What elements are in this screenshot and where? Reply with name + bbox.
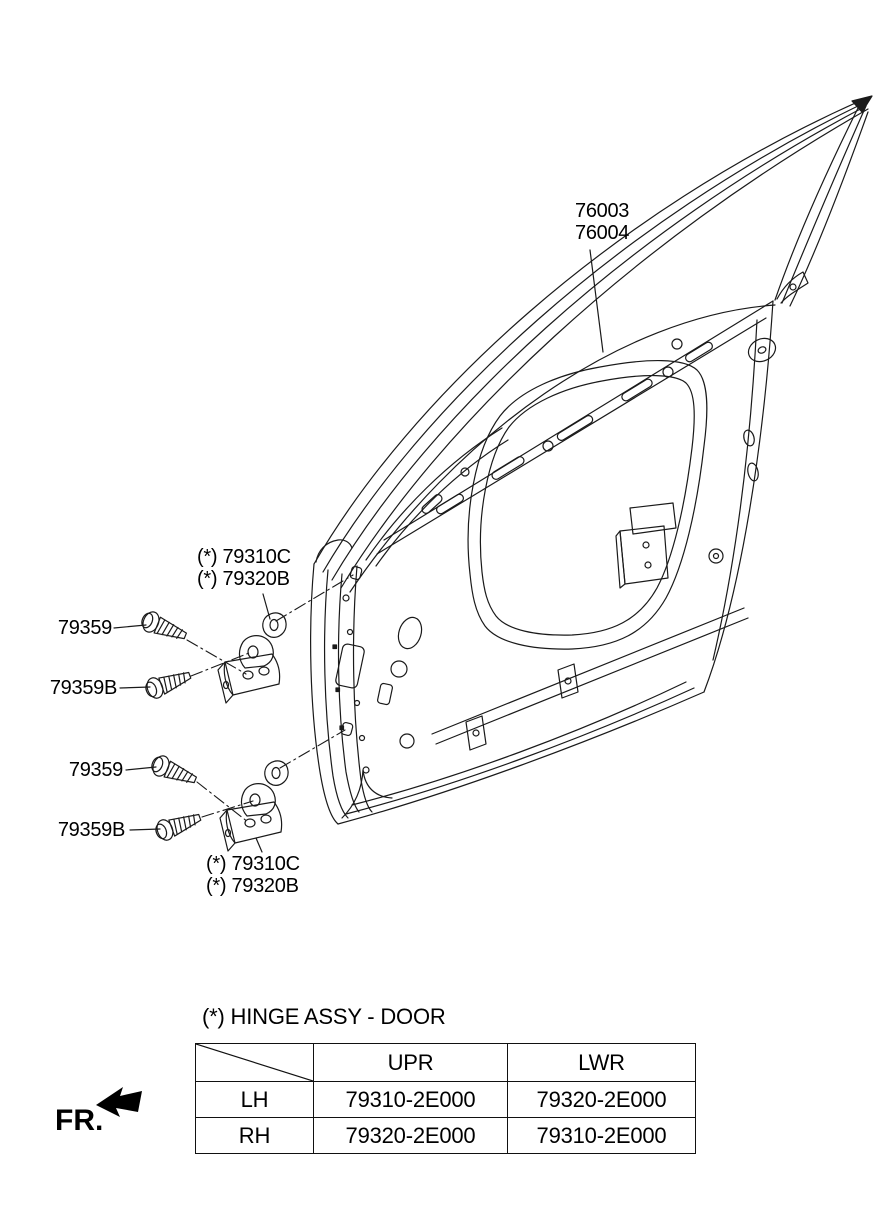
inner-panel-opening xyxy=(467,359,708,650)
lower-hinge-code-label[interactable]: (*) 79310C (*) 79320B xyxy=(206,853,300,897)
door-code-leader xyxy=(589,249,604,353)
upper-bolt-a-drawing xyxy=(138,608,190,647)
lower-bolt-a-drawing xyxy=(148,752,200,791)
window-frame xyxy=(313,95,873,593)
pillar-brace xyxy=(365,427,509,567)
upper-hinge-leader xyxy=(262,593,271,620)
assembly-centerlines xyxy=(186,574,354,823)
front-direction-label: FR. xyxy=(55,1104,104,1137)
door-panel-code-line1[interactable]: 76003 xyxy=(575,200,630,222)
lower-hinge-mount-hole xyxy=(340,721,354,737)
door-panel-drawing xyxy=(310,95,873,825)
corner-diagonal-line xyxy=(196,1044,313,1081)
upper-hinge-code-label[interactable]: (*) 79310C (*) 79320B xyxy=(197,546,291,590)
upper-hinge-drawing xyxy=(217,612,287,704)
frame-tip-arrow xyxy=(851,95,873,113)
table-header-upr: UPR xyxy=(313,1044,507,1081)
table-header-lwr: LWR xyxy=(507,1044,695,1081)
table-cell-lh-upr[interactable]: 79310-2E000 xyxy=(313,1081,507,1117)
impact-beam xyxy=(431,607,749,751)
table-row-lh-label: LH xyxy=(196,1081,313,1117)
door-panel-code-label[interactable]: 76003 76004 xyxy=(575,200,629,244)
leader-lines xyxy=(113,249,604,853)
belt-line-bar xyxy=(376,300,774,555)
lower-hinge-code-line1[interactable]: (*) 79310C xyxy=(206,853,300,875)
lower-hinge-code-line2[interactable]: (*) 79320B xyxy=(206,875,299,897)
hinge-table-title: (*) HINGE ASSY - DOOR xyxy=(202,1004,446,1029)
door-panel-code-line2[interactable]: 76004 xyxy=(575,222,630,244)
lower-bolt-b-label[interactable]: 79359B xyxy=(57,819,125,841)
table-corner-cell xyxy=(196,1044,313,1081)
upper-bolt-a-label[interactable]: 79359 xyxy=(57,617,112,639)
table-cell-rh-upr[interactable]: 79320-2E000 xyxy=(313,1117,507,1153)
door-body-outline xyxy=(310,300,774,825)
lower-bolt-a-label[interactable]: 79359 xyxy=(68,759,123,781)
table-cell-lh-lwr[interactable]: 79320-2E000 xyxy=(507,1081,695,1117)
lower-hinge-leader xyxy=(255,837,263,853)
panel-holes xyxy=(332,337,777,774)
upper-hinge-mount-hole xyxy=(349,565,363,581)
upper-hinge-code-line2[interactable]: (*) 79320B xyxy=(197,568,290,590)
upper-bolt-b-drawing xyxy=(142,664,194,702)
upper-bolt-b-label[interactable]: 79359B xyxy=(49,677,117,699)
table-cell-rh-lwr[interactable]: 79310-2E000 xyxy=(507,1117,695,1153)
lower-bolt-b-drawing xyxy=(152,806,204,844)
lock-bracket xyxy=(615,502,677,589)
lower-hinge-drawing xyxy=(219,760,289,852)
front-direction-arrow-icon xyxy=(96,1087,142,1117)
upper-hinge-code-line1[interactable]: (*) 79310C xyxy=(197,546,291,568)
table-row-rh-label: RH xyxy=(196,1117,313,1153)
hinge-assy-table: UPR LWR LH 79310-2E000 79320-2E000 RH 79… xyxy=(195,1043,696,1154)
